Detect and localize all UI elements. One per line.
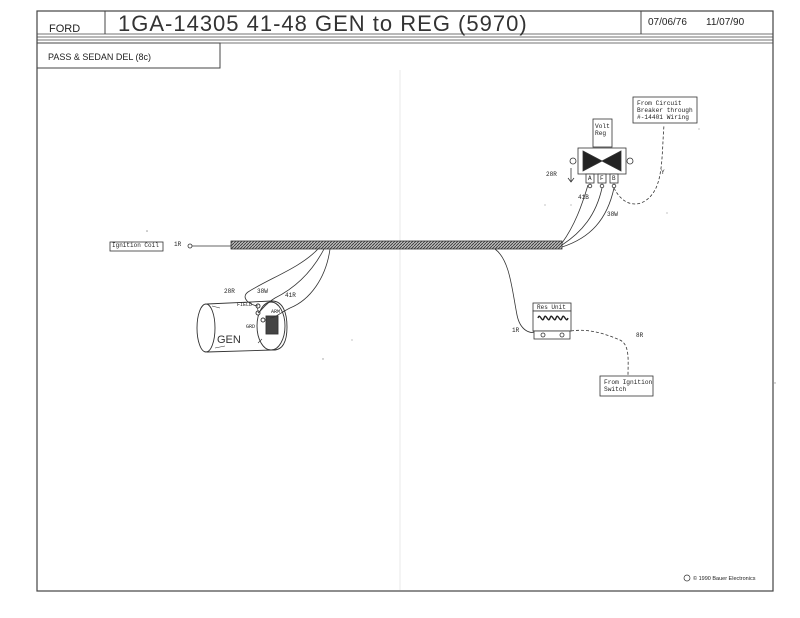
circuit-breaker-wire bbox=[613, 124, 665, 205]
res-unit-label: Res Unit bbox=[537, 304, 566, 311]
ignition-switch-note-box bbox=[599, 375, 654, 397]
reg-f-wire-label: 41B bbox=[578, 194, 589, 201]
title-block bbox=[36, 10, 774, 592]
copyright-notice: © 1990 Bauer Electronics bbox=[693, 576, 756, 582]
wiring-harness bbox=[230, 240, 563, 250]
ignition-coil-box bbox=[109, 241, 164, 252]
vehicle-make: FORD bbox=[49, 23, 81, 35]
ignition-coil-terminal bbox=[187, 243, 193, 249]
resistor-feed-wire bbox=[494, 248, 538, 333]
generator bbox=[196, 300, 288, 353]
coil-wire-label: 1R bbox=[174, 241, 182, 248]
gen-a-wire-label: 28R bbox=[224, 288, 235, 295]
diagram-title: 1GA-14305 41-48 GEN to REG (5970) bbox=[118, 11, 528, 36]
resistor-unit bbox=[532, 302, 572, 340]
reg-a-wire-label: 28R bbox=[546, 171, 557, 178]
ignition-switch-note: From Ignition Switch bbox=[604, 379, 653, 393]
res-in-wire-label: 1R bbox=[512, 327, 520, 334]
reg-b-wire-label: 38W bbox=[607, 211, 618, 218]
copyright-mark bbox=[683, 574, 691, 582]
revision-date: 11/07/90 bbox=[706, 17, 745, 28]
circuit-breaker-note: From Circuit Breaker through #-14401 Wir… bbox=[637, 100, 693, 121]
gen-grd-terminal-label: GRD bbox=[246, 324, 256, 330]
circuit-breaker-note-box bbox=[632, 96, 698, 124]
generator-wires bbox=[244, 248, 331, 319]
original-date: 07/06/76 bbox=[648, 17, 687, 28]
diagram-subtitle: PASS & SEDAN DEL (8c) bbox=[48, 52, 152, 62]
reg-terminal-f: F bbox=[600, 175, 604, 182]
gen-c-wire-label: 41R bbox=[285, 292, 296, 299]
ignition-coil-label: Ignition Coil bbox=[112, 242, 159, 249]
gen-b-wire-label: 38W bbox=[257, 288, 268, 295]
gen-arm-terminal-label: ARM bbox=[271, 309, 281, 315]
reg-terminal-a: A bbox=[588, 175, 592, 182]
volt-reg-label: Volt Reg bbox=[595, 123, 610, 137]
gen-field-terminal-label: FIELD bbox=[237, 302, 253, 308]
regulator-wires bbox=[561, 184, 615, 248]
voltage-regulator bbox=[567, 118, 634, 189]
ignition-switch-wire bbox=[570, 329, 629, 377]
reg-b-out-wire-label: Y bbox=[661, 169, 665, 176]
generator-label: GEN bbox=[217, 334, 241, 346]
reg-terminal-b: B bbox=[612, 175, 616, 182]
res-out-wire-label: 8R bbox=[636, 332, 644, 339]
scan-specks bbox=[146, 128, 776, 384]
